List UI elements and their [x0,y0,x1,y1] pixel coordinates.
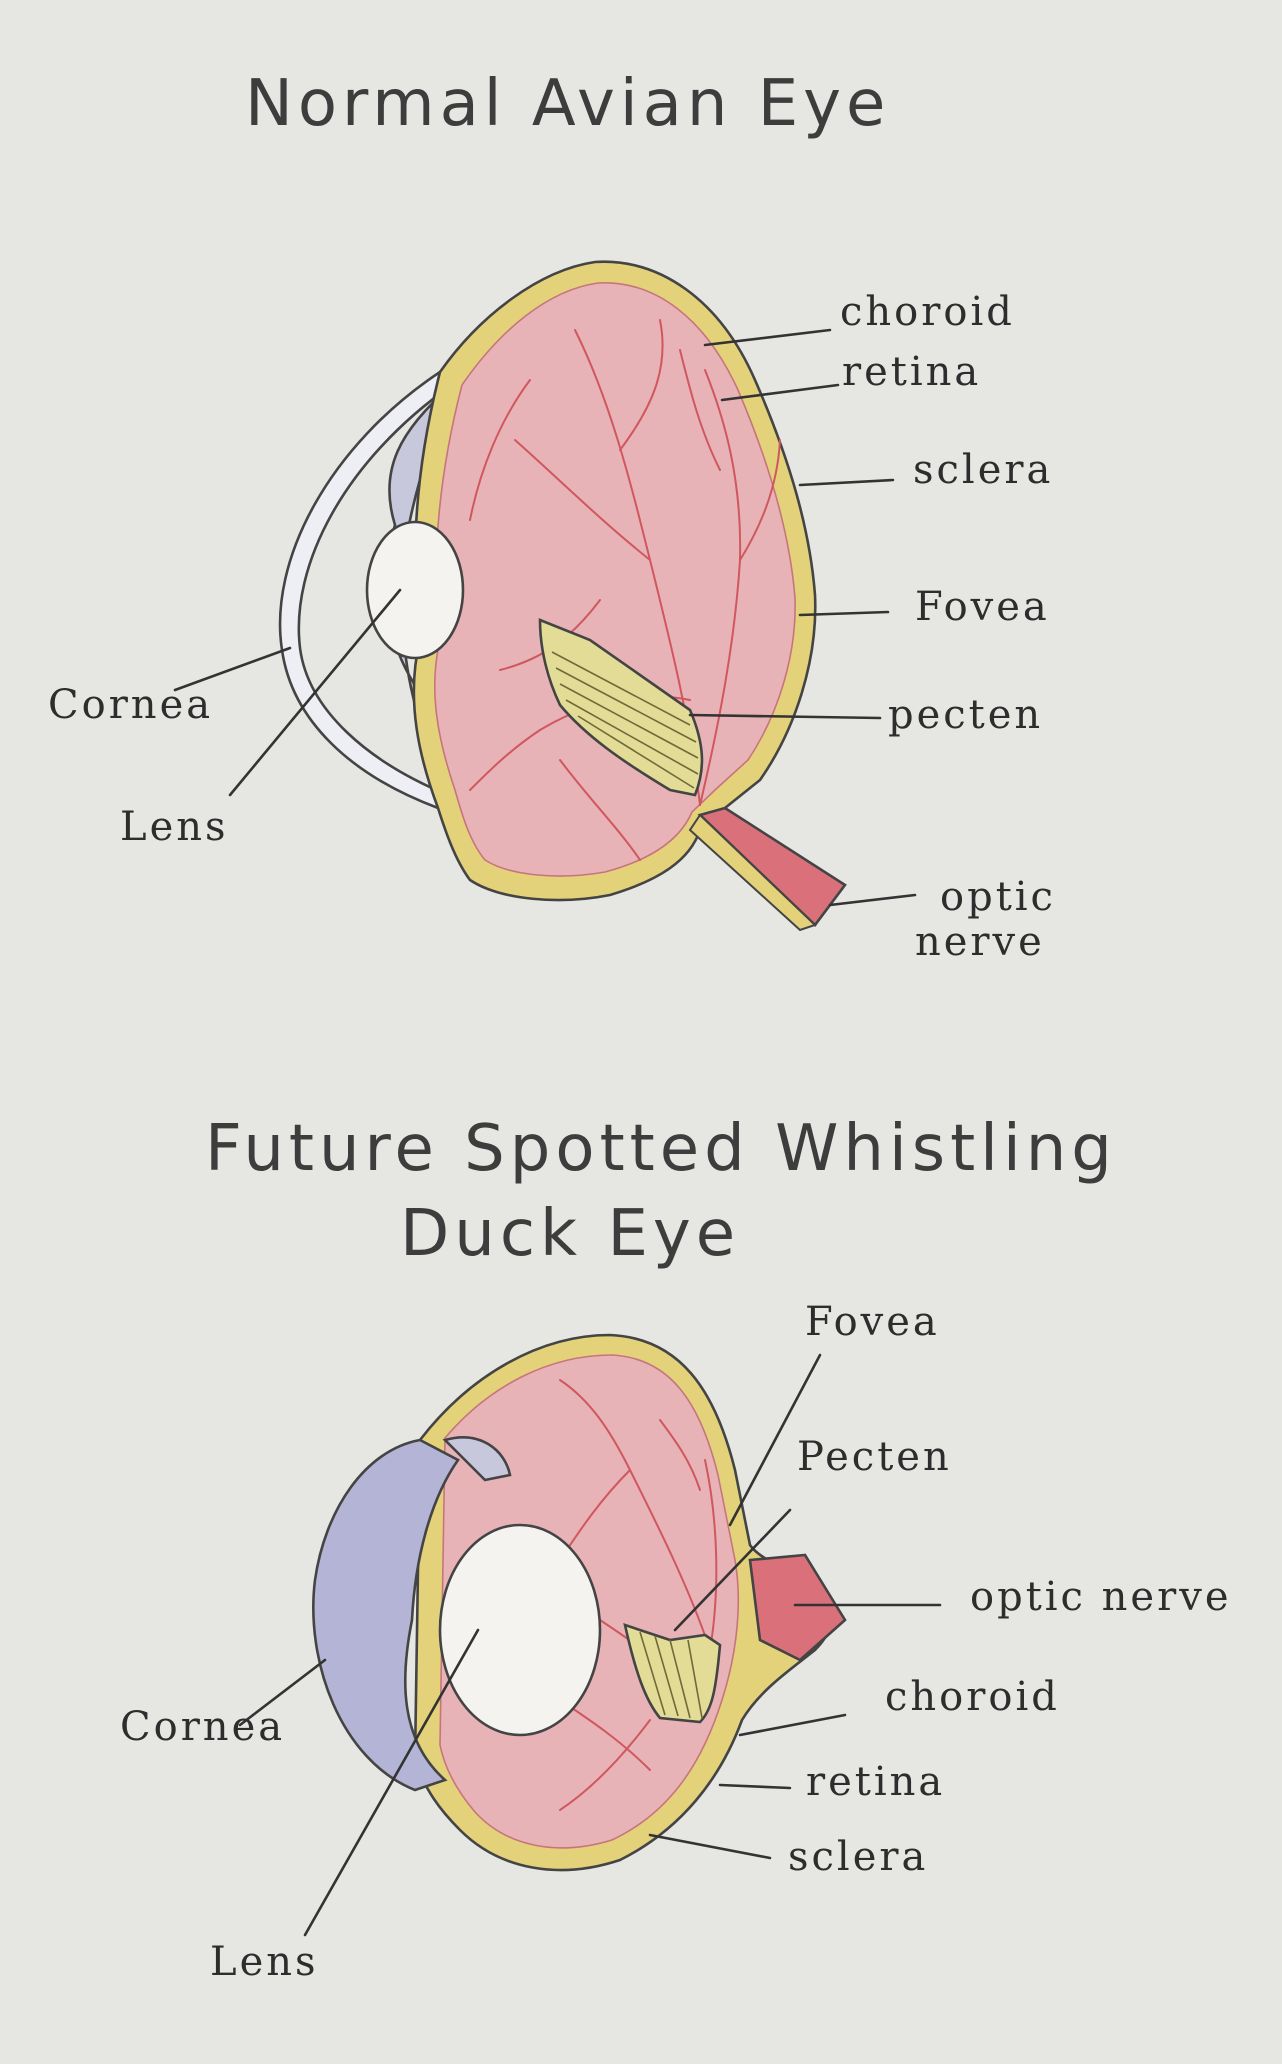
diagram1-fovea-leader [798,610,890,617]
diagram1-label-sclera: sclera [913,447,1053,493]
diagram2-pecten [623,1623,722,1724]
diagram2-label-fovea: Fovea [805,1299,940,1345]
diagram2-cornea [312,1438,460,1792]
diagram1-pecten-leader [688,713,882,720]
whistling-duck-eye-diagram: Future Spotted Whistling Duck Eye [120,1112,1232,1985]
diagram1-lens [365,520,465,660]
diagram1-label-pecten: pecten [888,692,1043,738]
diagram1-optic-nerve [697,806,847,927]
diagram2-label-choroid: choroid [885,1674,1060,1720]
diagram1-label-cornea: Cornea [48,682,213,728]
diagram2-label-cornea: Cornea [120,1704,285,1750]
diagram2-retina-leader [718,1783,792,1790]
diagram2-label-optic-nerve: optic nerve [970,1574,1232,1620]
diagram1-retina-leader [720,383,840,402]
diagram1-optic-nerve-sheath [688,813,817,932]
diagram2-label-lens: Lens [210,1939,319,1985]
diagram1-label-optic-nerve-line1: optic [940,874,1056,920]
diagram1-label-retina: retina [842,349,981,395]
diagram2-lens-leader [303,1628,480,1937]
diagram1-title: Normal Avian Eye [245,67,890,141]
diagram1-label-choroid: choroid [840,289,1015,335]
diagram2-sclera-leader [648,1833,772,1860]
diagram2-pecten-pleats [639,1631,703,1719]
diagram2-choroid-leader [738,1713,847,1737]
diagram2-pecten-leader [673,1508,792,1632]
diagram2-title-line1: Future Spotted Whistling [205,1112,1117,1186]
diagram2-label-sclera: sclera [788,1834,928,1880]
diagram2-fovea-leader [728,1353,822,1527]
diagram2-optic-nerve [748,1553,847,1662]
diagram1-cornea-leader [173,646,292,692]
diagram1-optic-nerve-leader [828,893,917,907]
diagram2-cornea-leader [238,1658,327,1727]
diagram1-label-optic-nerve-line2: nerve [915,919,1045,965]
diagram1-pecten-pleats [551,651,699,789]
diagram2-label-pecten: Pecten [797,1434,952,1480]
diagram1-choroid-leader [703,328,832,347]
diagram2-lens [438,1523,602,1737]
diagram2-title-line2: Duck Eye [400,1197,740,1271]
diagram1-label-lens: Lens [120,804,229,850]
normal-avian-eye-diagram: Normal Avian Eye [48,67,1056,965]
diagram1-pecten [538,618,704,797]
diagram1-sclera-leader [798,478,895,487]
diagram1-label-fovea: Fovea [915,584,1050,630]
diagram2-label-retina: retina [806,1759,945,1805]
diagram1-retina [433,282,796,877]
diagram1-lens-leader [228,588,402,797]
diagram2-iris-bands [442,1436,512,1482]
